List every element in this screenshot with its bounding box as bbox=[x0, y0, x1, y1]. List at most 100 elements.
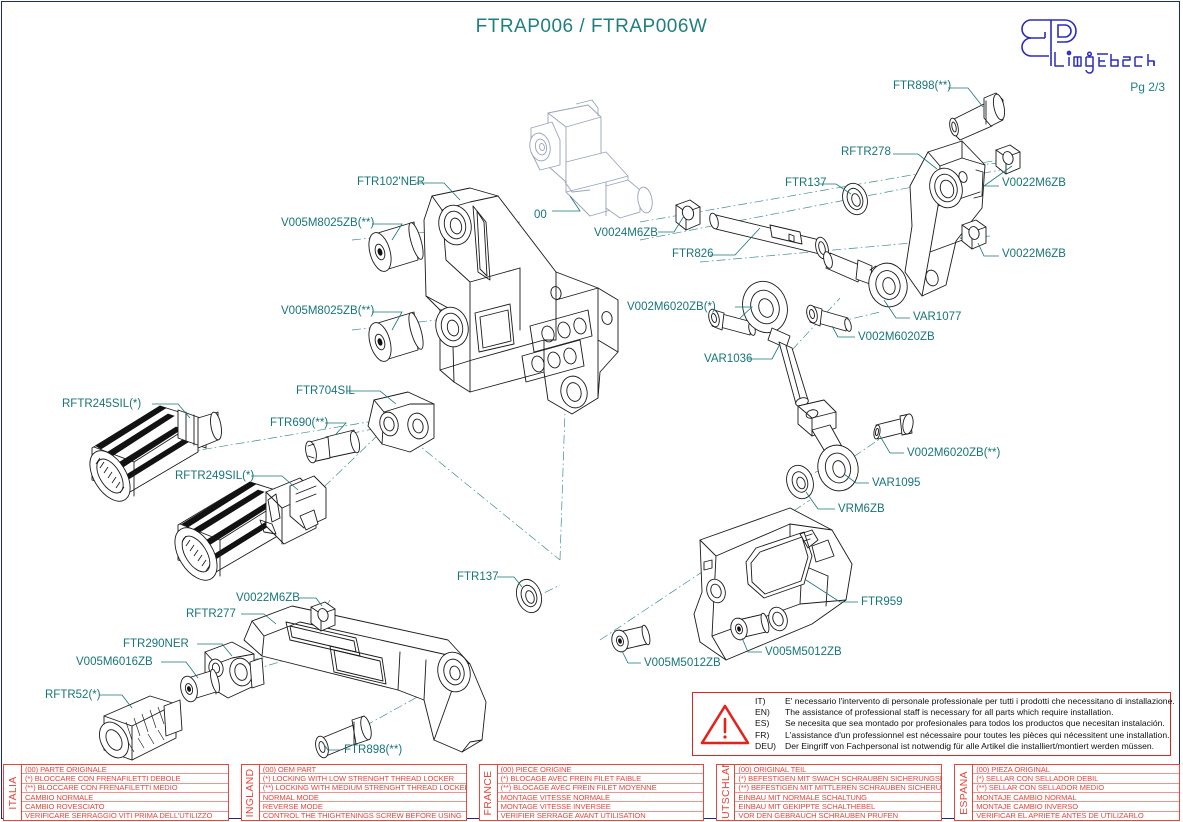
part-label: FTR690(**) bbox=[270, 417, 329, 429]
part-v0022m6zb-nut-left bbox=[310, 601, 336, 632]
legend-row: VOR DEN GEBRAUCH SCHRAUBEN PRÜFEN bbox=[738, 811, 898, 820]
legend-row: (*) BEFESTIGEN MIT SWACH SCHRAUBEN SICHE… bbox=[735, 774, 942, 784]
part-ftr137-washer-top bbox=[842, 182, 868, 216]
legend-row: CONTROL THE THIGHTENINGS SCREW BEFORE US… bbox=[262, 811, 462, 820]
warning-line: IT)E' necessario l'intervento di persona… bbox=[755, 696, 1175, 707]
part-label: FTR137 bbox=[457, 571, 499, 583]
legend-row: (00) PARTE ORIGINALE bbox=[22, 765, 228, 775]
warning-line: DEU) Der Eingriff von Fachpersonal ist no… bbox=[755, 741, 1175, 752]
part-ftr898-pin-top bbox=[949, 92, 1006, 141]
legend-rows: (00) ORIGINAL TEIL(*) BEFESTIGEN MIT SWA… bbox=[735, 765, 942, 820]
part-label: RFTR277 bbox=[186, 608, 236, 620]
legend-row: (**) BLOCAGE AVEC FREIN FILET MOYENNE bbox=[497, 784, 704, 793]
warning-line-text: Se necesita que sea montado por profesio… bbox=[785, 718, 1165, 729]
legend-row: VERIFIER SERRAGE AVANT UTILISATION bbox=[500, 811, 646, 820]
oem-master-cylinder-00 bbox=[529, 99, 653, 219]
part-rftr52-shift-tip bbox=[99, 695, 183, 761]
part-label: RFTR278 bbox=[841, 146, 891, 158]
legend-row: VERIFICAR EL APRIETE ANTES DE UTILIZARLO bbox=[976, 811, 1144, 820]
warning-language-code: IT) bbox=[755, 696, 766, 707]
part-label: V002M6020ZB(**) bbox=[907, 447, 1001, 459]
legend-row: (**) SELLAR CON SELLADOR MEDIO bbox=[973, 784, 1179, 793]
legend-box: ITALIA(00) PARTE ORIGINALE(*) BLOCCARE C… bbox=[3, 764, 229, 821]
warning-line: EN) The assistance of professional staff … bbox=[755, 707, 1175, 718]
warning-box: IT)E' necessario l'intervento di persona… bbox=[692, 692, 1175, 756]
legend-country-label: FRANCE bbox=[480, 765, 498, 820]
legend-row: MONTAJE CAMBIO NORMAL bbox=[973, 793, 1179, 803]
legend-row: (*) LOCKING WITH LOW STRENGHT THREAD LOC… bbox=[259, 774, 466, 784]
warning-language-code: FR) bbox=[755, 729, 770, 740]
warning-line-text: The assistance of professional staff is … bbox=[785, 707, 1114, 718]
warning-text-rows: IT)E' necessario l'intervento di persona… bbox=[751, 696, 1179, 751]
part-label: RFTR52(*) bbox=[45, 689, 101, 701]
warning-language-code: DEU) bbox=[755, 740, 777, 751]
legend-country-text: FRANCE bbox=[482, 770, 495, 815]
lightech-logo bbox=[1011, 14, 1171, 76]
warning-line: ES)Se necesita que sea montado por profe… bbox=[755, 718, 1175, 729]
part-ftr137-washer-lower bbox=[515, 578, 543, 614]
part-label: V0022M6ZB bbox=[236, 592, 300, 604]
legend-row: MONTAGE VITESSE NORMALE bbox=[497, 793, 704, 803]
legend-country-text: ESPANA bbox=[957, 770, 970, 815]
part-ftr102ner-main-bracket bbox=[423, 187, 619, 415]
part-label: V005M8025ZB(**) bbox=[281, 217, 375, 229]
part-rftr245sil-footpeg bbox=[89, 405, 222, 502]
part-ftr959-heel-guard bbox=[693, 507, 853, 661]
legend-country-label: INGLAND bbox=[242, 765, 260, 820]
legend-rows: (00) OEM PART(*) LOCKING WITH LOW STRENG… bbox=[259, 765, 466, 820]
legend-row: EINBAU MIT GEKIPPTE SCHALTHEBEL bbox=[735, 802, 942, 812]
part-ftr704sil-bracket bbox=[367, 391, 435, 453]
legend-row: CAMBIO ROVESCIATO bbox=[22, 802, 228, 812]
legend-country-label: ITALIA bbox=[4, 765, 22, 820]
part-label: FTR704SIL bbox=[296, 385, 355, 397]
part-label: FTR102'NER bbox=[357, 176, 426, 188]
part-label: V005M8025ZB(**) bbox=[281, 305, 375, 317]
warning-line-text: Der Eingriff von Fachpersonal ist notwen… bbox=[785, 740, 1155, 751]
part-label: FTR959 bbox=[861, 596, 903, 608]
legend-rows: (00) PIECE ORIGINE(*) BLOCAGE AVEC FREIN… bbox=[497, 765, 704, 820]
legend-row: CAMBIO NORMALE bbox=[22, 793, 228, 803]
legend-row: (*) BLOCCARE CON FRENAFILETTI DEBOLE bbox=[22, 774, 228, 784]
part-label: VAR1036 bbox=[704, 353, 753, 365]
part-v005m6016zb-bolt bbox=[180, 668, 220, 703]
legend-country-text: DEUTSCHLAND bbox=[719, 764, 732, 821]
warning-language-code: EN) bbox=[755, 707, 770, 718]
legend-row: (00) PIECE ORIGINE bbox=[497, 765, 704, 775]
warning-line-text: L'assistance d'un professionnel est néce… bbox=[785, 729, 1170, 740]
part-v0022m6zb-nut-lower bbox=[961, 219, 987, 250]
part-label: VRM6ZB bbox=[838, 503, 885, 515]
legend-row: (*) SELLAR CON SELLADOR DEBIL bbox=[973, 774, 1179, 784]
legend-country-text: INGLAND bbox=[244, 768, 257, 817]
legend-row: (00) OEM PART bbox=[259, 765, 466, 775]
part-v005m5012zb-bolt-left bbox=[611, 624, 651, 653]
part-v0022m6zb-nut-upper bbox=[995, 144, 1021, 175]
legend-box: INGLAND(00) OEM PART(*) LOCKING WITH LOW… bbox=[240, 764, 467, 821]
part-v002m6020zb-bolt-b bbox=[806, 304, 852, 332]
part-var1095-rod-end bbox=[797, 399, 859, 492]
part-label: V002M6020ZB(*) bbox=[627, 301, 716, 313]
legend-row: MONTAJE CAMBIO INVERSO bbox=[973, 802, 1179, 812]
part-v002m6020zb-bolt-a bbox=[708, 308, 756, 336]
part-label: RFTR245SIL(*) bbox=[62, 398, 142, 410]
legend-box: ESPANA(00) PIEZA ORIGINAL(*) SELLAR CON … bbox=[954, 764, 1180, 821]
part-label: 00 bbox=[534, 209, 547, 221]
leader-lines bbox=[100, 87, 1013, 751]
legend-boxes: ITALIA(00) PARTE ORIGINALE(*) BLOCCARE C… bbox=[3, 764, 1180, 821]
legend-rows: (00) PIEZA ORIGINAL(*) SELLAR CON SELLAD… bbox=[973, 765, 1179, 820]
part-label: V005M6016ZB bbox=[76, 656, 153, 668]
legend-rows: (00) PARTE ORIGINALE(*) BLOCCARE CON FRE… bbox=[22, 765, 228, 820]
part-label: FTR137 bbox=[785, 177, 827, 189]
legend-country-text: ITALIA bbox=[6, 775, 19, 810]
part-label: V0022M6ZB bbox=[1002, 248, 1066, 260]
part-vrm6zb-washer bbox=[786, 464, 814, 500]
part-label: V005M5012ZB bbox=[765, 646, 842, 658]
part-ftr826-shaft bbox=[709, 212, 829, 260]
page-number: Pg 2/3 bbox=[1130, 80, 1165, 94]
legend-box: DEUTSCHLAND(00) ORIGINAL TEIL(*) BEFESTI… bbox=[716, 764, 943, 821]
part-v005m8025zb-bolt-lower bbox=[368, 311, 424, 362]
part-label: V0024M6ZB bbox=[594, 227, 658, 239]
legend-row: EINBAU MIT NORMALE SCHALTUNG bbox=[735, 793, 942, 803]
legend-box: FRANCE(00) PIECE ORIGINE(*) BLOCAGE AVEC… bbox=[478, 764, 705, 821]
